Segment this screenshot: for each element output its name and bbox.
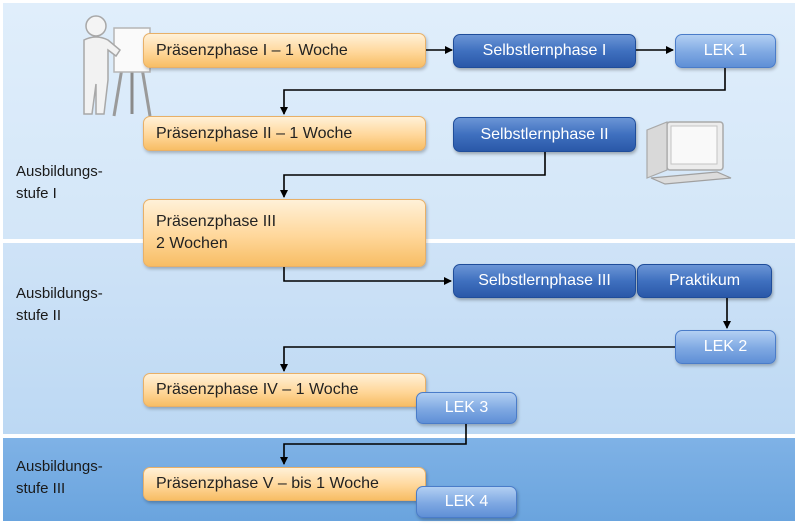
presence-phase-5-label: Präsenzphase V – bis 1 Woche bbox=[156, 475, 379, 492]
arrow-p3-to-s3 bbox=[283, 267, 452, 285]
computer-monitor-icon bbox=[646, 121, 732, 185]
stage-label-1-line1: Ausbildungs- bbox=[16, 163, 103, 180]
selfstudy-phase-3-label: Selbstlernphase III bbox=[478, 272, 611, 289]
practicum: Praktikum bbox=[637, 264, 772, 298]
arrow-lek2-to-p4 bbox=[280, 346, 675, 372]
test-lek-2: LEK 2 bbox=[675, 330, 776, 364]
test-lek-1-label: LEK 1 bbox=[703, 42, 748, 59]
stage-label-1: Ausbildungs- stufe I bbox=[16, 161, 103, 205]
test-lek-2-label: LEK 2 bbox=[703, 338, 748, 355]
test-lek-4-label: LEK 4 bbox=[444, 493, 489, 510]
stage-label-1-line2: stufe I bbox=[16, 185, 57, 202]
presence-phase-3-line1: Präsenzphase III bbox=[156, 213, 277, 230]
selfstudy-phase-1-label: Selbstlernphase I bbox=[482, 42, 607, 59]
test-lek-3-label: LEK 3 bbox=[444, 399, 489, 416]
test-lek-3: LEK 3 bbox=[416, 392, 517, 424]
stage-label-2: Ausbildungs- stufe II bbox=[16, 283, 103, 327]
stage-label-3-line1: Ausbildungs- bbox=[16, 458, 103, 475]
test-lek-4: LEK 4 bbox=[416, 486, 517, 518]
selfstudy-phase-2: Selbstlernphase II bbox=[453, 117, 636, 152]
selfstudy-phase-3: Selbstlernphase III bbox=[453, 264, 636, 298]
presence-phase-5: Präsenzphase V – bis 1 Woche bbox=[143, 467, 426, 501]
presence-phase-4-label: Präsenzphase IV – 1 Woche bbox=[156, 381, 359, 398]
presence-phase-3: Präsenzphase III 2 Wochen bbox=[143, 199, 426, 267]
presence-phase-1: Präsenzphase I – 1 Woche bbox=[143, 33, 426, 68]
stage-label-2-line2: stufe II bbox=[16, 307, 62, 324]
presence-phase-1-label: Präsenzphase I – 1 Woche bbox=[156, 41, 348, 59]
stage-label-2-line1: Ausbildungs- bbox=[16, 285, 103, 302]
arrow-lek3-to-p5 bbox=[280, 424, 467, 465]
presence-phase-2: Präsenzphase II – 1 Woche bbox=[143, 116, 426, 151]
arrow-s2-to-p3 bbox=[280, 152, 546, 198]
stage-label-3-line2: stufe III bbox=[16, 480, 66, 497]
presence-phase-3-line2: 2 Wochen bbox=[156, 235, 228, 252]
practicum-label: Praktikum bbox=[668, 272, 741, 289]
presence-phase-4: Präsenzphase IV – 1 Woche bbox=[143, 373, 426, 407]
selfstudy-phase-1: Selbstlernphase I bbox=[453, 34, 636, 68]
presence-phase-2-label: Präsenzphase II – 1 Woche bbox=[156, 124, 353, 142]
test-lek-1: LEK 1 bbox=[675, 34, 776, 68]
selfstudy-phase-2-label: Selbstlernphase II bbox=[480, 125, 609, 143]
arrow-lek1-to-p2 bbox=[280, 68, 726, 115]
stage-label-3: Ausbildungs- stufe III bbox=[16, 456, 103, 500]
